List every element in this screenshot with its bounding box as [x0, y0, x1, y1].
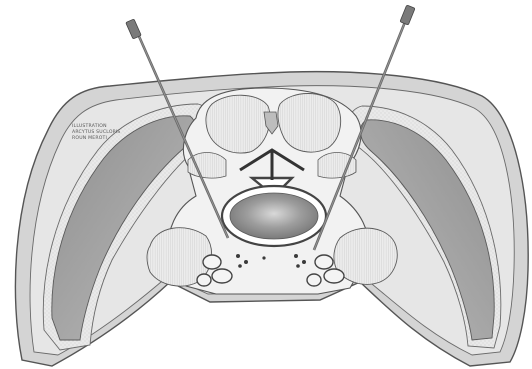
left-transverse-process — [188, 153, 226, 179]
fine-print-label: ILLUSTRATION ARCYTUS SUCLOPIS ROUN MEROT… — [72, 124, 162, 142]
spinal-cord — [230, 193, 318, 239]
label-line-3: ROUN MEROTI — [72, 136, 162, 142]
left-needle-hub — [126, 19, 142, 39]
right-lamina — [278, 94, 341, 153]
right-needle-hub — [400, 5, 415, 25]
